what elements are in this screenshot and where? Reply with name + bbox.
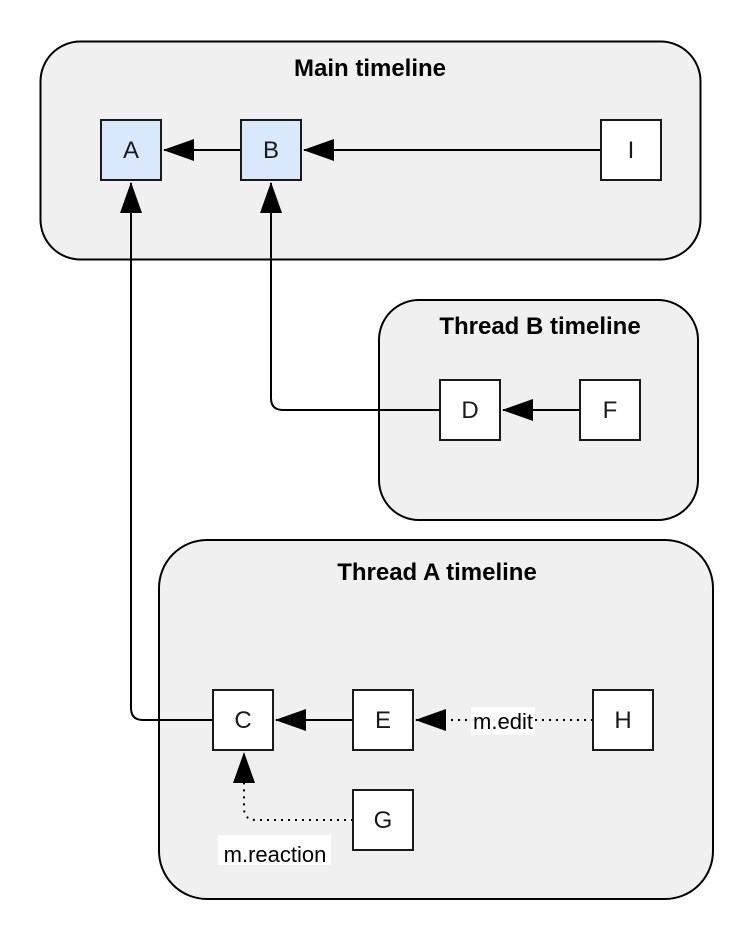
node-D: D [439, 379, 501, 441]
node-F: F [579, 379, 641, 441]
node-C-label: C [234, 707, 251, 734]
node-A-label: A [123, 137, 139, 164]
node-H-label: H [614, 707, 631, 734]
node-A-box [100, 119, 162, 181]
container-thread-a-timeline-title: Thread A timeline [337, 559, 537, 586]
edge-label-m-reaction-text: m.reaction [224, 842, 327, 867]
edge-c-to-a [120, 182, 213, 721]
node-I-box [600, 119, 662, 181]
edge-label-m-edit-text: m.edit [473, 709, 533, 734]
node-E-label: E [375, 707, 391, 734]
node-A: A [100, 119, 162, 181]
edge-g-to-c [233, 752, 353, 821]
container-thread-b-timeline-title: Thread B timeline [439, 313, 640, 340]
node-I: I [600, 119, 662, 181]
edge-label-m-edit-bg [471, 707, 535, 735]
container-main-timeline-title: Main timeline [294, 55, 446, 82]
node-F-box [579, 379, 641, 441]
edge-label-m-reaction-bg [218, 835, 331, 865]
node-G-label: G [374, 807, 393, 834]
node-G-box [352, 789, 414, 851]
node-C-box [212, 689, 274, 751]
node-D-box [439, 379, 501, 441]
node-C: C [212, 689, 274, 751]
node-H-box [592, 689, 654, 751]
node-E-box [352, 689, 414, 751]
node-B: B [240, 119, 302, 181]
node-I-label: I [628, 137, 635, 164]
node-F-label: F [603, 397, 618, 424]
edge-label-m-edit: m.edit [471, 707, 535, 735]
edge-label-m-reaction: m.reaction [218, 835, 331, 867]
node-G: G [352, 789, 414, 851]
edge-d-to-b [260, 182, 440, 411]
node-B-label: B [263, 137, 279, 164]
node-D-label: D [461, 397, 478, 424]
node-E: E [352, 689, 414, 751]
node-B-box [240, 119, 302, 181]
node-H: H [592, 689, 654, 751]
